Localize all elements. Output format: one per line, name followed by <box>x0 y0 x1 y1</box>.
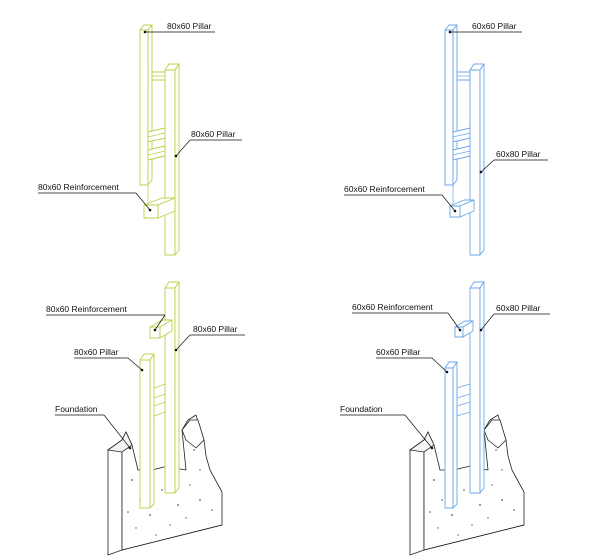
panel-top-right: 60x60 Pillar 60x80 Pillar 60x60 Reinforc… <box>344 21 548 256</box>
bottom-left-structure <box>139 281 180 509</box>
bottom-left-label-right-pillar: 80x60 Pillar <box>174 324 245 352</box>
panel-bottom-right: 60x60 Reinforcement 60x80 Pillar 60x60 P… <box>340 281 550 556</box>
bottom-right-foundation <box>408 414 525 556</box>
bottom-right-label-left-pillar: 60x60 Pillar <box>376 347 449 374</box>
bottom-left-label-left-pillar: 80x60 Pillar <box>74 347 144 372</box>
bottom-left-label-reinforcement: 80x60 Reinforcement <box>46 304 166 332</box>
top-left-label-mid-pillar: 80x60 Pillar <box>174 129 242 158</box>
bottom-right-left-pillar-label: 60x60 Pillar <box>376 347 421 357</box>
bottom-right-right-pillar-label: 60x80 Pillar <box>496 303 541 313</box>
bottom-right-label-foundation: Foundation <box>340 404 434 450</box>
top-left-structure <box>139 24 180 256</box>
bottom-left-left-pillar-label: 80x60 Pillar <box>74 347 119 357</box>
bottom-left-right-pillar-label: 80x60 Pillar <box>193 324 238 334</box>
top-left-mid-pillar-label: 80x60 Pillar <box>191 129 236 139</box>
top-left-top-pillar-label: 80x60 Pillar <box>167 21 212 31</box>
top-right-structure <box>444 24 485 256</box>
bottom-left-reinforcement-label: 80x60 Reinforcement <box>46 304 127 314</box>
top-left-label-reinforcement: 80x60 Reinforcement <box>38 182 152 212</box>
top-right-reinforcement-label: 60x60 Reinforcement <box>344 184 425 194</box>
top-left-label-top-pillar: 80x60 Pillar <box>143 21 215 34</box>
bottom-right-label-right-pillar: 60x80 Pillar <box>479 303 550 332</box>
bottom-right-reinforcement-label: 60x60 Reinforcement <box>352 302 433 312</box>
bottom-right-label-reinforcement: 60x60 Reinforcement <box>352 302 462 332</box>
top-right-label-reinforcement: 60x60 Reinforcement <box>344 184 457 213</box>
panel-bottom-left: 80x60 Reinforcement 80x60 Pillar 80x60 P… <box>46 281 245 556</box>
top-right-mid-pillar-label: 60x80 Pillar <box>496 149 541 159</box>
bottom-left-label-foundation: Foundation <box>55 404 132 450</box>
top-right-top-pillar-label: 60x60 Pillar <box>472 21 517 31</box>
bottom-right-foundation-label: Foundation <box>340 404 383 414</box>
bottom-right-structure <box>444 281 485 509</box>
top-left-reinforcement-label: 80x60 Reinforcement <box>38 182 119 192</box>
bottom-left-foundation-label: Foundation <box>55 404 98 414</box>
top-right-label-mid-pillar: 60x80 Pillar <box>479 149 548 174</box>
panel-top-left: 80x60 Pillar 80x60 Pillar 80x60 Reinforc… <box>38 21 242 256</box>
top-right-label-top-pillar: 60x60 Pillar <box>448 21 522 34</box>
